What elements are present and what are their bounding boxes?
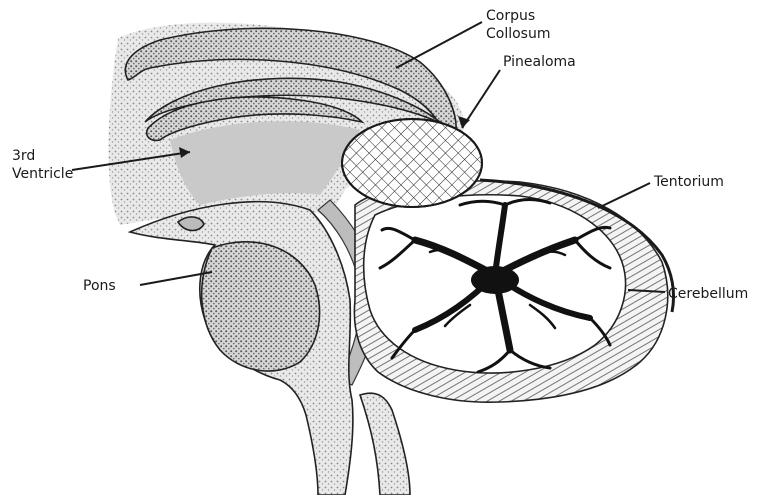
corpus-callosum-label-line1: Corpus (486, 8, 535, 24)
tentorium-leader (598, 183, 650, 208)
pinealoma-crosshatch (342, 119, 482, 207)
cerebellum-label: Cerebellum (668, 286, 748, 302)
tentorium-label: Tentorium (653, 174, 724, 190)
corpus-callosum-label-line2: Collosum (486, 26, 551, 42)
spinal-cord-shape (360, 393, 410, 495)
cerebellar-nucleus (471, 266, 519, 294)
corpus-callosum-leader (396, 22, 482, 68)
third-ventricle-label-line2: Ventricle (12, 166, 73, 182)
pons-label: Pons (83, 278, 116, 294)
pinealoma-label: Pinealoma (503, 54, 576, 70)
cerebellum-group (354, 180, 673, 402)
third-ventricle-label-line1: 3rd (12, 148, 35, 164)
